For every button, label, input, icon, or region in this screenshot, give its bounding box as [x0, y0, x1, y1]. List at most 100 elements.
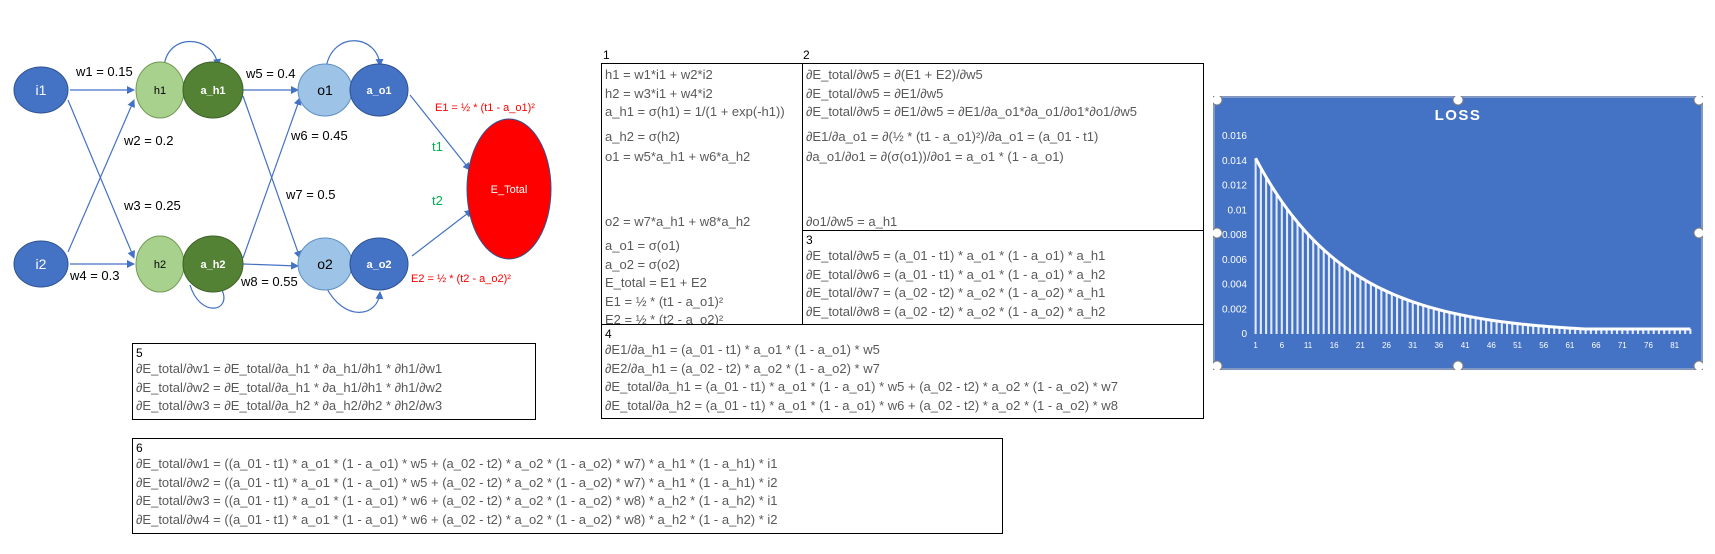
resize-handle[interactable]: [1213, 360, 1223, 370]
loss-bar: [1348, 270, 1351, 334]
box1-line-9: E_total = E1 + E2: [605, 275, 707, 290]
y-tick-label: 0.016: [1222, 131, 1247, 142]
loss-bar: [1616, 329, 1619, 334]
box1-number: 1: [603, 48, 610, 62]
weight-w2-label: w2 = 0.2: [123, 133, 174, 148]
x-tick-label: 46: [1487, 341, 1496, 350]
node-i2: i2: [13, 240, 69, 288]
chart-area[interactable]: [1213, 96, 1703, 370]
loss-bar: [1600, 329, 1603, 334]
loop-o1: [325, 40, 384, 69]
box5-line-3: ∂E_total/∂w3 = ∂E_total/∂a_h2 * ∂a_h2/∂h…: [136, 398, 443, 413]
loss-bar: [1610, 329, 1613, 334]
x-tick-label: 6: [1280, 341, 1285, 350]
node-e-total-label: E_Total: [491, 184, 528, 196]
box4-line-1: ∂E1/∂a_h1 = (a_01 - t1) * a_o1 * (1 - a_…: [605, 342, 880, 357]
node-a-h2-label: a_h2: [200, 259, 225, 271]
loss-bar: [1432, 308, 1435, 334]
loss-bar: [1636, 329, 1640, 334]
loss-bar: [1605, 329, 1608, 334]
weight-labels: w1 = 0.15 w2 = 0.2 w3 = 0.25 w4 = 0.3 w5…: [69, 64, 348, 289]
box2-line-6: ∂o1/∂w5 = a_h1: [806, 213, 898, 229]
node-i2-label: i2: [36, 256, 47, 272]
node-h1-label: h1: [154, 85, 166, 97]
loss-bar: [1684, 329, 1687, 334]
loss-bar: [1621, 329, 1624, 334]
edge-ah2-o1: [242, 97, 302, 259]
loss-chart[interactable]: LOSS 00.0020.0040.0060.0080.010.0120.014…: [1213, 96, 1703, 370]
loss-bar: [1568, 328, 1571, 334]
loss-bar: [1652, 329, 1655, 334]
loss-bar: [1642, 329, 1645, 334]
loss-trend-line: [1254, 157, 1691, 331]
x-tick-label: 81: [1670, 341, 1679, 350]
node-h2-label: h2: [154, 259, 166, 271]
edge-ao1-etotal: [409, 94, 471, 171]
resize-handle[interactable]: [1693, 360, 1703, 370]
loss-bar: [1333, 258, 1336, 334]
loss-bar: [1364, 280, 1367, 334]
loss-bar: [1254, 158, 1257, 334]
resize-handle[interactable]: [1213, 227, 1223, 239]
target-t2-label: t2: [432, 193, 443, 208]
loss-bar: [1327, 254, 1330, 334]
edge-ah2-o2: [242, 261, 299, 270]
loss-bars: [1254, 158, 1692, 334]
loss-bar: [1359, 277, 1362, 334]
loss-bar: [1259, 167, 1262, 334]
box1-line-4: a_h2 = σ(h2): [605, 128, 680, 144]
x-tick-label: 31: [1408, 341, 1417, 350]
error-e1-formula: E1 = ½ * (t1 - a_o1)²: [435, 102, 535, 114]
loss-bar: [1526, 324, 1530, 334]
node-a-o1-label: a_o1: [366, 85, 391, 97]
chart-resize-handles[interactable]: [1213, 96, 1703, 370]
weight-w4-label: w4 = 0.3: [69, 268, 120, 283]
node-o2: o2: [297, 237, 353, 291]
x-tick-label: 11: [1304, 341, 1313, 350]
resize-handle[interactable]: [1452, 360, 1464, 370]
resize-handle[interactable]: [1213, 96, 1223, 106]
loss-bar: [1532, 325, 1535, 334]
resize-handle[interactable]: [1452, 96, 1464, 106]
loss-bar: [1595, 329, 1598, 334]
loss-bar: [1574, 328, 1577, 334]
loss-bar: [1291, 215, 1294, 334]
box2-line-1: ∂E_total/∂w5 = ∂(E1 + E2)/∂w5: [806, 67, 983, 82]
node-o2-label: o2: [317, 256, 333, 272]
box6-number: 6: [136, 441, 143, 455]
box2-line-2: ∂E_total/∂w5 = ∂E1/∂w5: [806, 85, 944, 101]
x-tick-label: 36: [1434, 341, 1443, 350]
box5-line-2: ∂E_total/∂w2 = ∂E_total/∂a_h1 * ∂a_h1/∂h…: [136, 379, 443, 395]
loss-bar: [1631, 329, 1634, 334]
box1-line-11: E2 = ½ * (t2 - a_o2)²: [605, 312, 724, 327]
x-tick-label: 51: [1513, 341, 1522, 350]
formula-box-3: 3 ∂E_total/∂w5 = (a_01 - t1) * a_o1 * (1…: [802, 230, 1204, 325]
y-tick-label: 0.014: [1222, 156, 1247, 167]
box5-line-1: ∂E_total/∂w1 = ∂E_total/∂a_h1 * ∂a_h1/∂h…: [136, 361, 443, 376]
loss-bar: [1322, 249, 1325, 334]
loss-bar: [1312, 239, 1315, 334]
box1-line-7: a_o1 = σ(o1): [605, 238, 680, 253]
weight-w3-label: w3 = 0.25: [123, 198, 181, 213]
loss-bar: [1265, 177, 1268, 334]
node-a-o2-label: a_o2: [366, 259, 391, 271]
loss-bar: [1317, 244, 1320, 334]
resize-handle[interactable]: [1693, 227, 1703, 239]
formula-box-5: 5 ∂E_total/∂w1 = ∂E_total/∂a_h1 * ∂a_h1/…: [132, 343, 536, 420]
resize-handle[interactable]: [1693, 96, 1703, 106]
error-e2-formula: E2 = ½ * (t2 - a_o2)²: [411, 273, 511, 285]
x-tick-label: 66: [1592, 341, 1601, 350]
loss-bar: [1416, 303, 1420, 334]
loss-bar: [1422, 305, 1425, 334]
box6-line-1: ∂E_total/∂w1 = ((a_01 - t1) * a_o1 * (1 …: [136, 456, 778, 471]
node-a-h2: a_h2: [182, 235, 244, 293]
loss-bar: [1343, 266, 1346, 334]
y-tick-label: 0.002: [1222, 304, 1247, 315]
loss-bar: [1647, 329, 1650, 334]
y-tick-label: 0.004: [1222, 280, 1247, 291]
loss-bar: [1589, 329, 1592, 334]
loss-bar: [1280, 201, 1283, 334]
loop-o2: [325, 286, 384, 313]
box1-line-8: a_o2 = σ(o2): [605, 256, 680, 272]
